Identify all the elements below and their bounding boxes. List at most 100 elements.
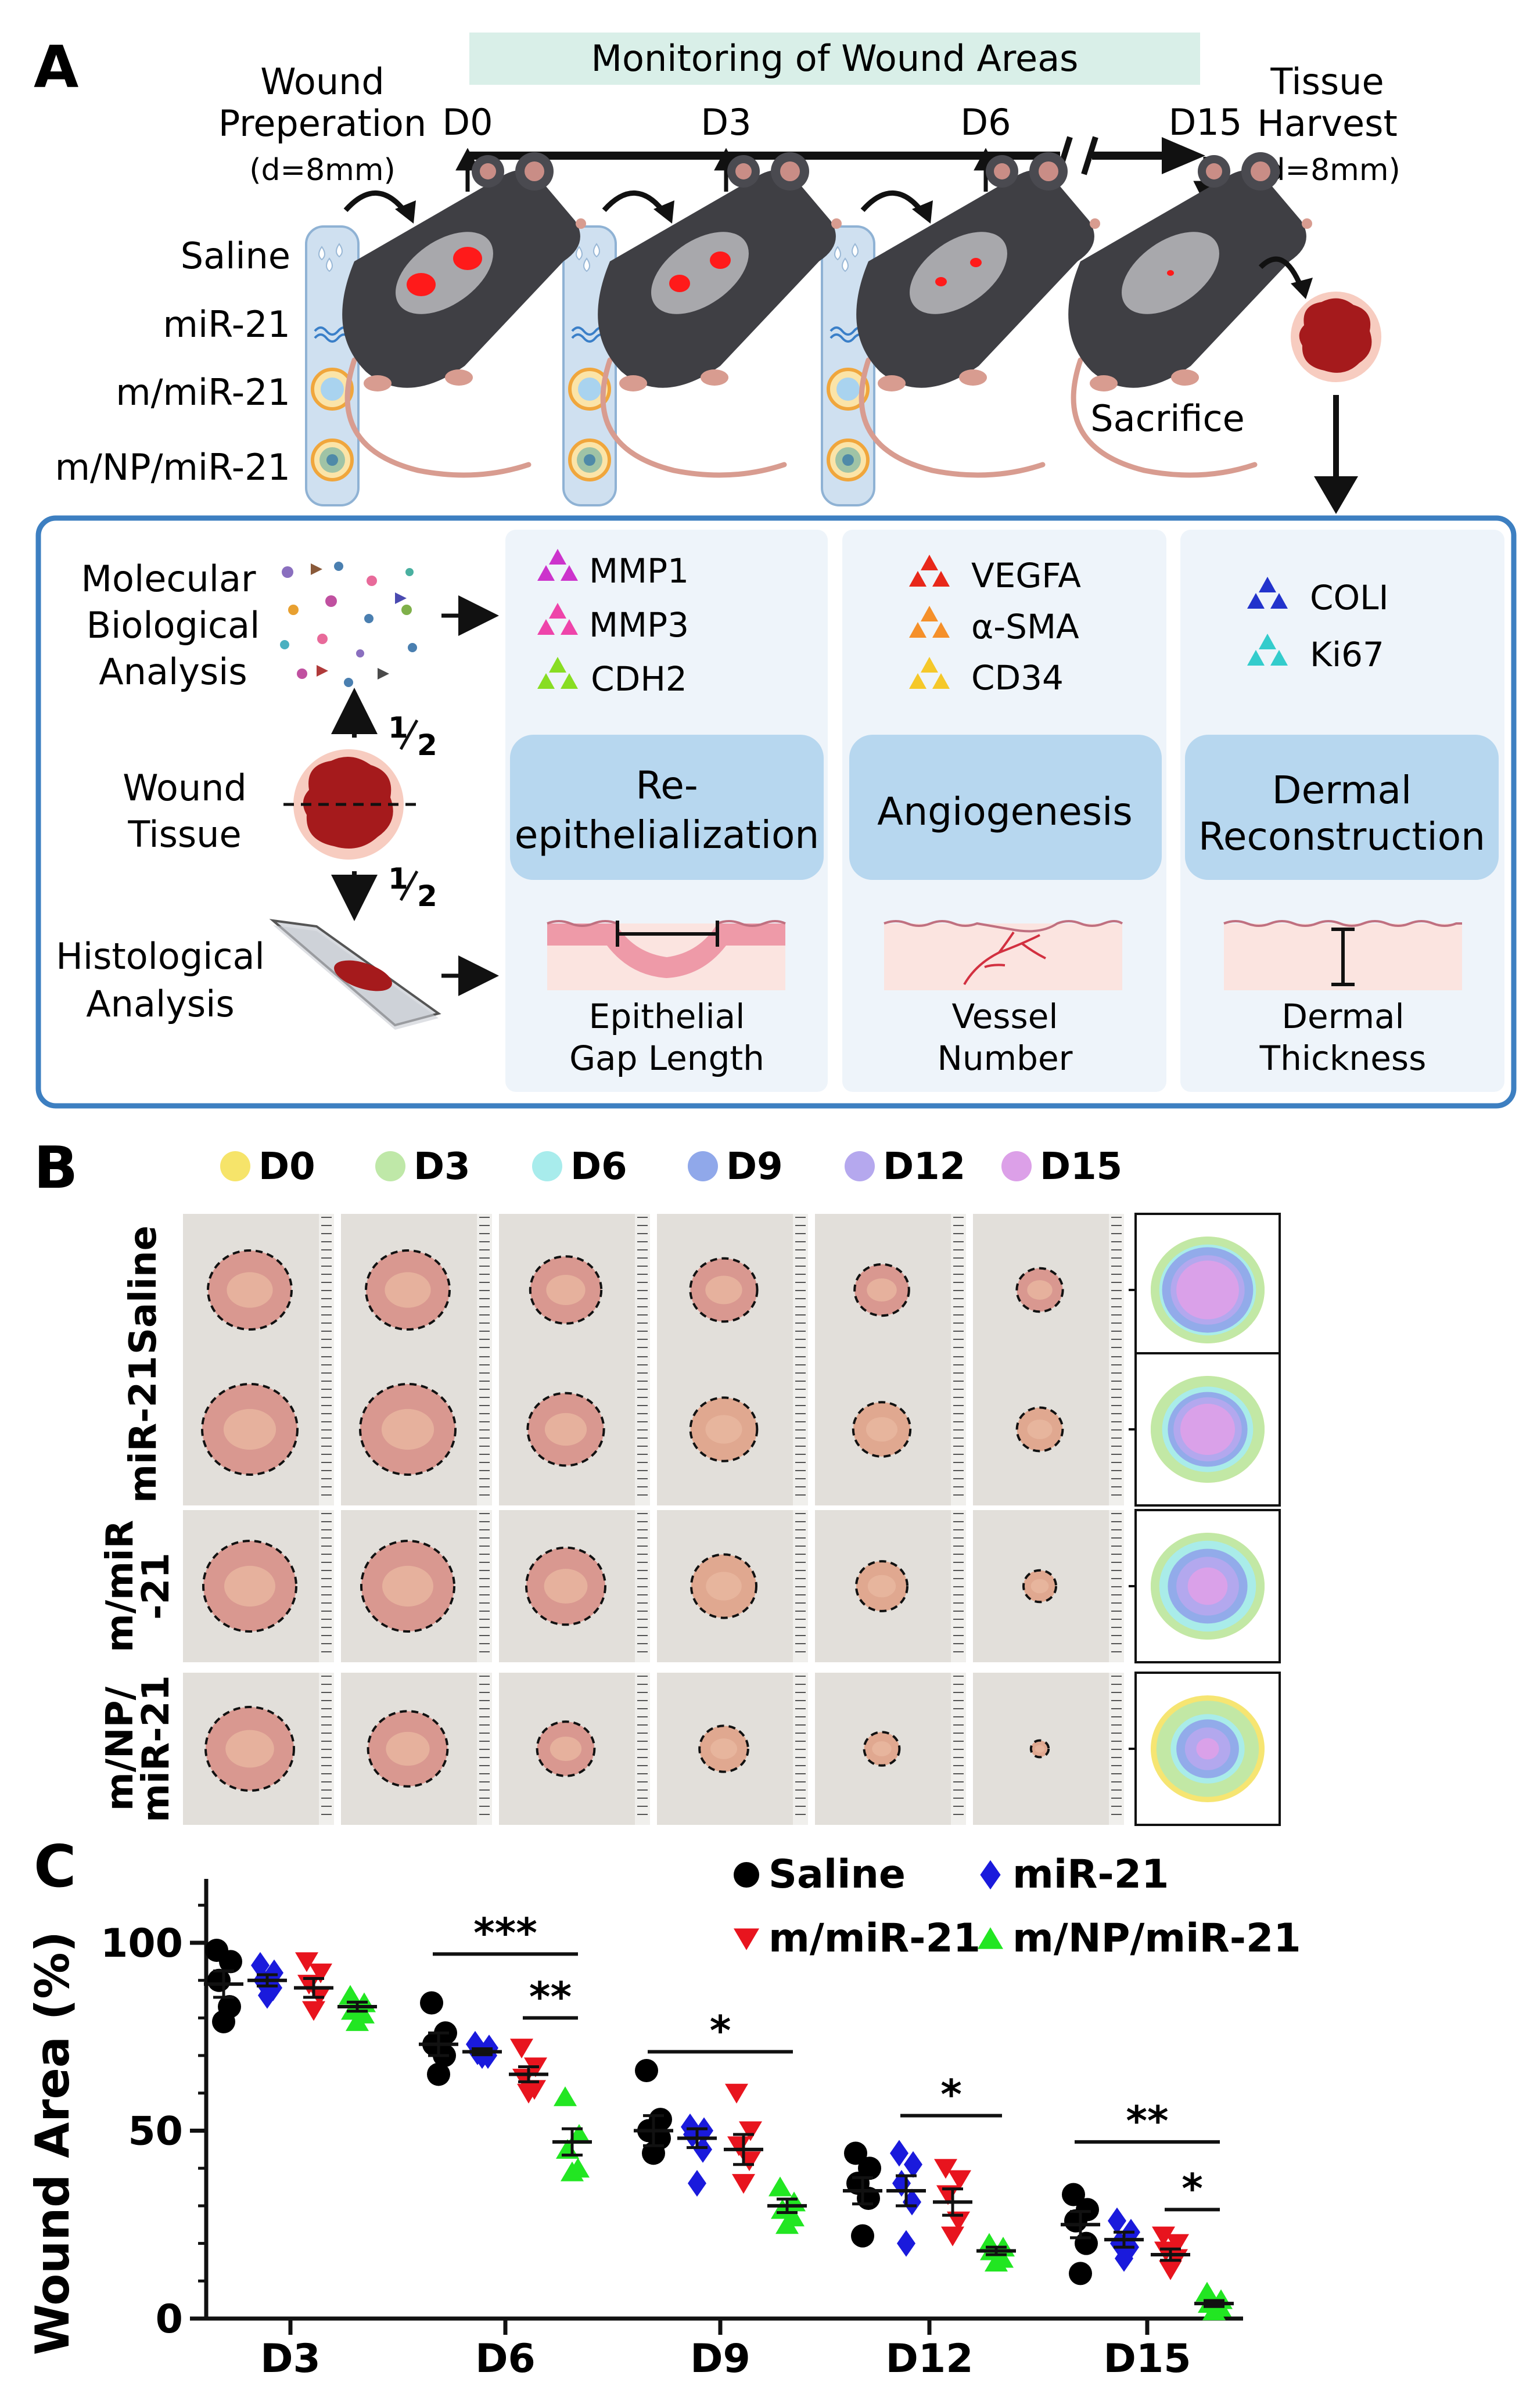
data-point [1069, 2262, 1092, 2285]
data-point [903, 2188, 921, 2216]
wound-photo [183, 1353, 334, 1505]
histo-line1: Histological [56, 935, 264, 977]
treatment-label-saline: Saline [181, 235, 290, 277]
wound-photo [499, 1510, 650, 1662]
angio-title: Angiogenesis [877, 789, 1133, 834]
mouse-d3 [598, 152, 842, 475]
marker-asma: α-SMA [909, 606, 1079, 646]
vessel-illustration [884, 920, 1123, 990]
data-point [554, 2086, 577, 2107]
marker-coli: COLI [1247, 577, 1389, 617]
wound-tissue-icon [293, 749, 404, 860]
x-tick-label: D3 [260, 2336, 321, 2382]
data-point [1202, 2301, 1226, 2321]
y-tick-label: 100 [100, 1921, 183, 1967]
dermal-measure-line1: Dermal [1281, 997, 1404, 1036]
legend-dot-d6 [532, 1151, 562, 1181]
data-point [738, 2151, 761, 2172]
data-point [892, 2170, 911, 2197]
data-point [739, 2121, 762, 2141]
wound-photo [657, 1353, 808, 1505]
legend-label-d3: D3 [414, 1145, 471, 1188]
tissue-harvest-line1: Tissue [1270, 60, 1384, 103]
tissue-harvest-line2: Harvest [1257, 102, 1398, 145]
wound-photo [499, 1214, 650, 1366]
legend-dot-d0 [220, 1151, 250, 1181]
svg-text:α-SMA: α-SMA [971, 607, 1079, 646]
row-label-3-line2: miR-21 [135, 1675, 178, 1823]
data-point [851, 2224, 874, 2248]
molecular-line2: Biological [87, 604, 260, 646]
panel-a-label: A [34, 33, 78, 101]
timeline-break-2 [1081, 136, 1098, 175]
svg-text:Ki67: Ki67 [1310, 635, 1384, 674]
panel-b-label: B [34, 1134, 78, 1202]
significance-brackets: ********** [433, 1909, 1220, 2212]
wound-overlay [1129, 1352, 1281, 1507]
data-point [725, 2083, 748, 2104]
marker-vegfa: VEGFA [909, 555, 1081, 595]
svg-text:CD34: CD34 [971, 658, 1064, 698]
epithelial-gap-illustration [547, 920, 786, 990]
wound-prep-line1: Wound [260, 60, 385, 103]
data-point [309, 1963, 332, 1983]
timeline-arrowhead [1162, 137, 1205, 174]
y-tick-label: 0 [156, 2296, 183, 2342]
data-point [510, 2039, 533, 2059]
legend-dot-d12 [845, 1151, 875, 1181]
half-bottom-den: 2 [417, 879, 437, 913]
data-point [904, 2151, 922, 2178]
wound-prep-line2: Preperation [218, 102, 426, 145]
molecule-dots-icon [280, 562, 417, 687]
data-point [427, 2062, 450, 2086]
legend-dot-d3 [375, 1151, 405, 1181]
angio-title-box [849, 735, 1162, 880]
data-point [561, 2161, 584, 2181]
day-label-d3: D3 [701, 101, 751, 143]
monitoring-banner [469, 33, 1200, 85]
svg-text:COLI: COLI [1310, 578, 1389, 617]
significance-label: *** [473, 1909, 537, 1957]
svg-text:CDH2: CDH2 [591, 659, 687, 699]
row-label-3-line1: m/NP/ [99, 1686, 142, 1811]
data-point [1108, 2207, 1126, 2234]
angio-measure-line1: Vessel [951, 997, 1058, 1036]
wound-photo [341, 1214, 492, 1366]
significance-label: * [710, 2007, 731, 2055]
molecular-line3: Analysis [99, 650, 247, 693]
row-label-2-line1: m/miR [99, 1520, 142, 1652]
data-point [517, 2083, 540, 2104]
marker-cd34: CD34 [909, 657, 1064, 698]
significance-label: * [940, 2071, 962, 2119]
legend-label: miR-21 [1012, 1852, 1169, 1897]
significance-label: * [1182, 2165, 1203, 2212]
legend-dot-d9 [688, 1151, 718, 1181]
data-point [688, 2170, 706, 2197]
angio-measure-line2: Number [938, 1038, 1073, 1078]
dermal-title-line1: Dermal [1272, 768, 1412, 813]
curved-arrow-heads [395, 200, 1313, 299]
dermal-title-box [1185, 735, 1499, 880]
row-label-2-line2: -21 [135, 1552, 178, 1620]
data-point [985, 2251, 1008, 2272]
data-point [1075, 2231, 1098, 2255]
wound-photo [183, 1673, 334, 1825]
data-point [635, 2058, 658, 2082]
reepi-measure-line1: Epithelial [589, 997, 745, 1036]
y-axis-label: Wound Area (%) [26, 1931, 80, 2355]
row-label-0-line1: Saline [122, 1225, 165, 1354]
wound-photo [499, 1353, 650, 1505]
marker-ki67: Ki67 [1247, 634, 1384, 674]
data-point [1166, 2234, 1189, 2254]
chart-points [204, 1938, 1234, 2321]
wound-overlay [1129, 1509, 1281, 1663]
wound-prep-d: (d=8mm) [249, 153, 396, 188]
wound-photo [499, 1673, 650, 1825]
wound-overlay [1129, 1672, 1281, 1826]
wound-photo [341, 1510, 492, 1662]
curved-arrows [343, 190, 1304, 289]
sacrifice-label: Sacrifice [1090, 397, 1244, 440]
